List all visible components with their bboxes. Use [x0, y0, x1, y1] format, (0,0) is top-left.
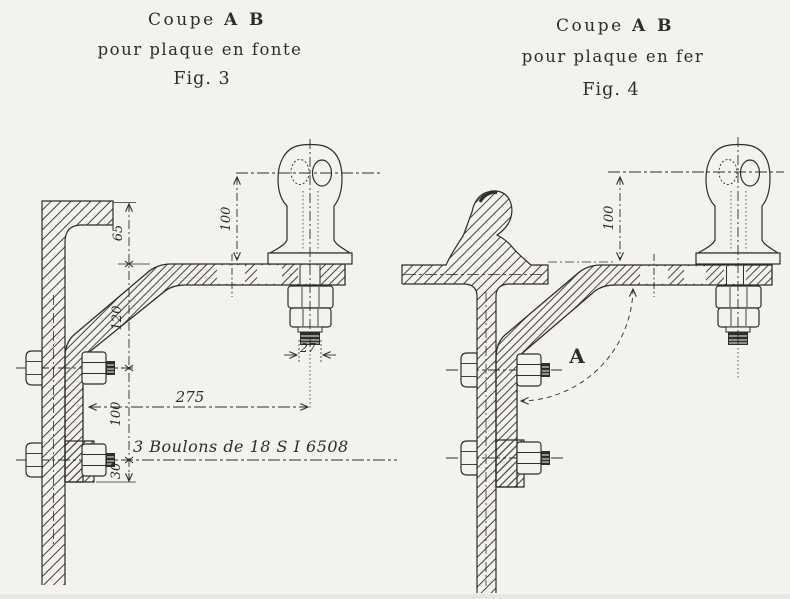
fig3-dim-ticks: [124, 260, 134, 464]
fig4-section-point-label: A: [568, 344, 585, 368]
fig3-subtitle: pour plaque en fonte: [98, 40, 303, 59]
fig3-dim-120-label: 120: [110, 306, 125, 331]
fig4-plate-outline: [401, 190, 549, 593]
fig4-plate-hatch: [402, 190, 548, 593]
fig3-dim-30-label: 30: [109, 463, 124, 480]
fig4-title-coupe: Coupe: [556, 16, 624, 36]
fig4-title-section-marks: A B: [631, 16, 674, 36]
fig3-dim-27-label: 27: [299, 340, 316, 355]
fig4-hook-shade: [478, 191, 498, 203]
fig3-wall-outline: [41, 200, 114, 585]
fig4-figure-label: Fig. 4: [582, 80, 639, 100]
fig4-view: Coupe A B pour plaque en fer Fig. 4 100 …: [401, 16, 784, 593]
fig3-figure-label: Fig. 3: [173, 69, 230, 89]
fig4-dim-100-label: 100: [602, 206, 617, 231]
scan-artifact: [0, 594, 790, 599]
fig3-view: Coupe A B pour plaque en fonte Fig. 3 65…: [16, 10, 397, 585]
fig3-title-coupe: Coupe: [148, 10, 216, 30]
fig3-dim-100-bolts-label: 100: [109, 402, 124, 427]
fig3-wall-hatch: [42, 201, 113, 585]
fig3-dim-100-insulator-label: 100: [219, 207, 234, 232]
fig4-subtitle: pour plaque en fer: [522, 47, 705, 66]
fig3-dim-65-label: 65: [111, 225, 126, 242]
fig3-title-section-marks: A B: [223, 10, 266, 30]
fig3-bolts-note: 3 Boulons de 18 S I 6508: [133, 437, 349, 456]
fig3-dim-275-label: 275: [175, 388, 205, 406]
